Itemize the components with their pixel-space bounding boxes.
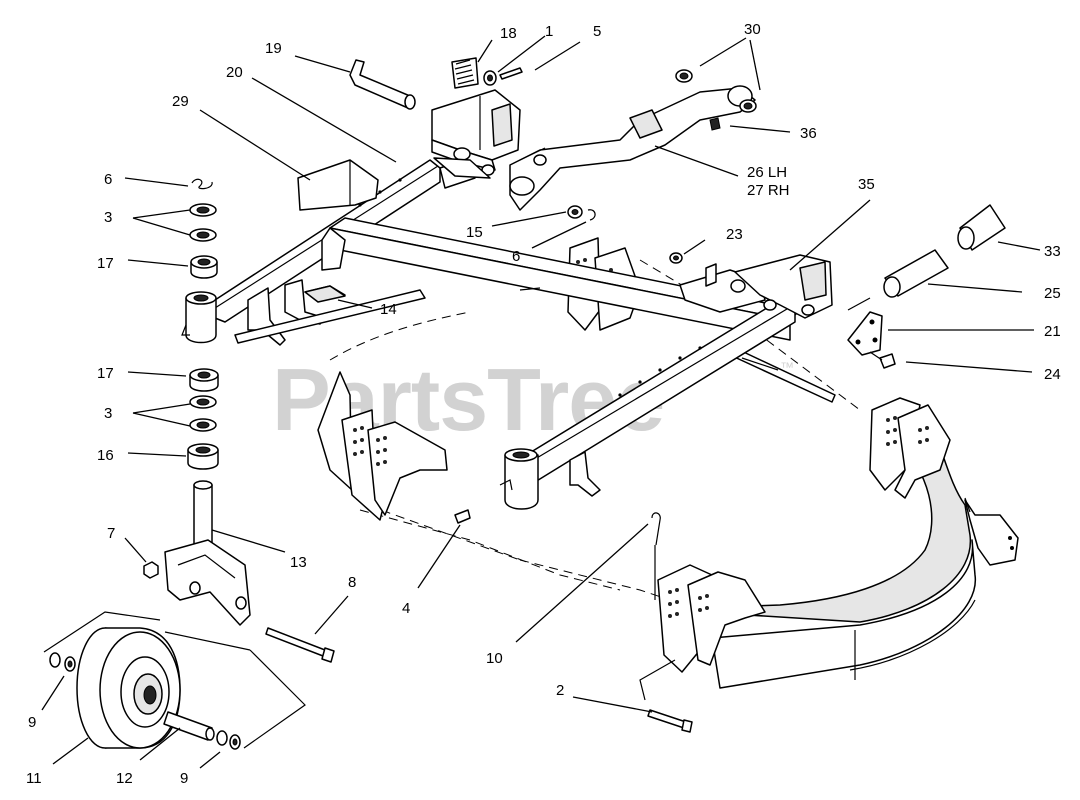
axle-12 bbox=[163, 711, 215, 741]
bracket-29 bbox=[297, 159, 379, 211]
callout-24: 24 bbox=[1044, 366, 1061, 383]
tube-33 bbox=[957, 204, 1006, 251]
height-adjust-bracket-front bbox=[657, 564, 766, 673]
callout-labels: 18 1 5 30 19 20 29 36 26 LH 27 RH 6 35 3… bbox=[26, 21, 1061, 787]
bolt-8 bbox=[265, 627, 335, 663]
callout-13: 13 bbox=[290, 554, 307, 571]
height-adjust-bracket-right bbox=[869, 397, 951, 499]
callout-15: 15 bbox=[466, 224, 483, 241]
washer-15 bbox=[567, 205, 583, 219]
callout-6-top: 6 bbox=[104, 171, 112, 188]
callout-17-lower: 17 bbox=[97, 365, 114, 382]
callout-9-left: 9 bbox=[28, 714, 36, 731]
washer-9-left bbox=[49, 652, 76, 672]
callout-19: 19 bbox=[265, 40, 282, 57]
callout-26-lh: 26 LH bbox=[747, 164, 787, 181]
caster-fork-13 bbox=[164, 480, 251, 626]
washer-9-right bbox=[216, 730, 241, 750]
nut-7 bbox=[143, 561, 159, 579]
callout-12: 12 bbox=[116, 770, 133, 787]
screw-4 bbox=[454, 509, 471, 524]
callout-21: 21 bbox=[1044, 323, 1061, 340]
spring-18 bbox=[451, 57, 479, 89]
callout-33: 33 bbox=[1044, 243, 1061, 260]
callout-4: 4 bbox=[402, 600, 410, 617]
clip-6-lift bbox=[587, 209, 596, 221]
spacer-16 bbox=[187, 443, 219, 470]
callout-1: 1 bbox=[545, 23, 553, 40]
callout-3-lower: 3 bbox=[104, 405, 112, 422]
callout-27-rh: 27 RH bbox=[747, 182, 790, 199]
bushing-17-upper bbox=[190, 255, 218, 279]
callout-3-upper: 3 bbox=[104, 209, 112, 226]
callout-10: 10 bbox=[486, 650, 503, 667]
handle-19 bbox=[349, 59, 416, 110]
callout-35: 35 bbox=[858, 176, 875, 193]
caster-wheel-11 bbox=[76, 627, 181, 749]
callout-11: 11 bbox=[26, 770, 42, 787]
plate-21 bbox=[847, 297, 883, 356]
bolt-24 bbox=[869, 351, 896, 369]
callout-7: 7 bbox=[107, 525, 115, 542]
hairpin-clip-6 bbox=[191, 178, 213, 190]
callout-23: 23 bbox=[726, 226, 743, 243]
callout-36: 36 bbox=[800, 125, 817, 142]
callout-29: 29 bbox=[172, 93, 189, 110]
callout-2: 2 bbox=[556, 682, 564, 699]
washer-1 bbox=[483, 70, 497, 86]
callout-30: 30 bbox=[744, 21, 761, 38]
caster-pivot-tube-right bbox=[499, 448, 539, 510]
callout-18: 18 bbox=[500, 25, 517, 42]
callout-17-upper: 17 bbox=[97, 255, 114, 272]
height-adjust-bracket-left bbox=[341, 409, 448, 521]
callout-8: 8 bbox=[348, 574, 356, 591]
callout-25: 25 bbox=[1044, 285, 1061, 302]
callout-9-right: 9 bbox=[180, 770, 188, 787]
callout-14: 14 bbox=[380, 301, 397, 318]
pin-5 bbox=[499, 67, 523, 80]
nut-23 bbox=[669, 252, 683, 264]
bolt-2 bbox=[647, 709, 693, 733]
pivot-bracket-35 bbox=[679, 254, 833, 319]
callout-6-lift: 6 bbox=[512, 248, 520, 265]
callout-20: 20 bbox=[226, 64, 243, 81]
pad-14 bbox=[304, 285, 346, 303]
caster-pivot-tube-left bbox=[181, 291, 217, 344]
callout-5: 5 bbox=[593, 23, 601, 40]
callout-16: 16 bbox=[97, 447, 114, 464]
bushing-30 bbox=[675, 69, 757, 113]
lift-arm bbox=[509, 85, 756, 211]
hitch-bracket bbox=[431, 89, 521, 179]
mower-deck bbox=[317, 259, 1019, 689]
grease-fitting-36 bbox=[709, 117, 721, 131]
washer-3-upper bbox=[189, 203, 217, 242]
leader-lines bbox=[41, 35, 1041, 769]
tube-25 bbox=[883, 249, 949, 298]
washer-3-lower bbox=[189, 395, 217, 432]
bushing-17-lower bbox=[189, 368, 219, 392]
clip-10 bbox=[651, 512, 661, 546]
